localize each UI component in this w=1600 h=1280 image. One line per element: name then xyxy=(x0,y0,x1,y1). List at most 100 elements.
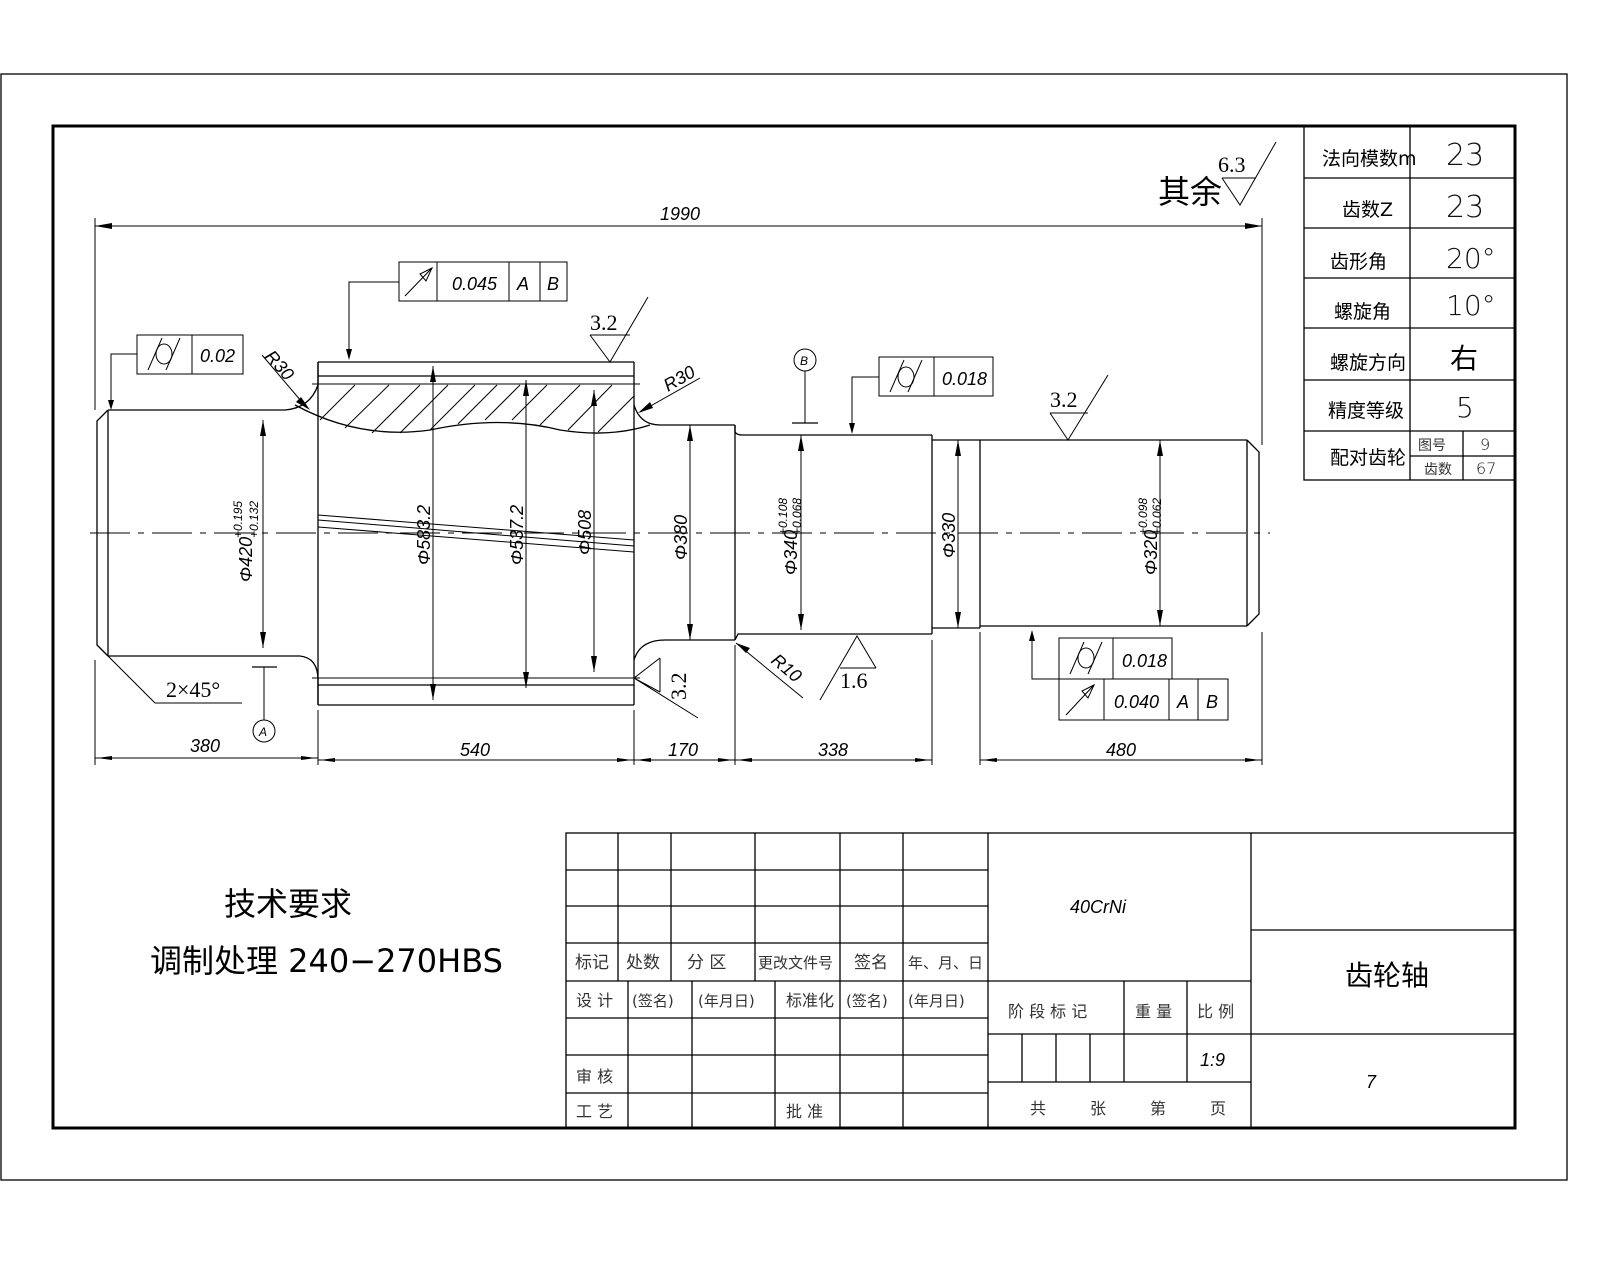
engineering-drawing: 1990 380 540 170 338 480 Φ420 +0.195 +0.… xyxy=(0,73,1568,1181)
dim-dia-320: Φ320 +0.098 +0.062 xyxy=(1136,498,1164,575)
cylindricity-icon xyxy=(155,343,173,365)
roughness-bearing: 1.6 xyxy=(819,635,877,701)
mating-gear-teeth-label: 齿数 xyxy=(1424,462,1452,478)
param-label-helix-angle: 螺旋角 xyxy=(1334,301,1391,323)
param-label-pressure-angle: 齿形角 xyxy=(1330,251,1387,273)
param-value-module: 23 xyxy=(1446,138,1484,173)
review-label: 审 核 xyxy=(576,1067,613,1086)
svg-text:0.018: 0.018 xyxy=(942,369,987,389)
outer-sheet-border xyxy=(0,73,1568,1181)
radius-small-leader: R10 xyxy=(735,642,806,699)
process-label: 工 艺 xyxy=(576,1102,613,1121)
svg-text:+0.108: +0.108 xyxy=(776,498,790,535)
svg-text:页: 页 xyxy=(1210,1099,1226,1118)
cylindricity-icon xyxy=(897,366,915,388)
dim-dia-340: Φ340 +0.108 +0.068 xyxy=(776,498,804,575)
tolerance-cylindricity-left: 0.02 xyxy=(108,334,244,410)
roughness-gear-side: 3.2 xyxy=(633,657,699,719)
svg-text:0.018: 0.018 xyxy=(1122,651,1167,671)
tolerance-right-stack: 0.018 0.040 A B xyxy=(1029,630,1229,721)
svg-text:3.2: 3.2 xyxy=(590,310,618,335)
svg-text:A: A xyxy=(1176,692,1189,712)
svg-text:+0.132: +0.132 xyxy=(247,501,261,538)
svg-text:0.02: 0.02 xyxy=(200,346,235,366)
svg-text:B: B xyxy=(547,274,559,294)
svg-text:3.2: 3.2 xyxy=(666,673,691,701)
mating-gear-drawing-no-label: 图号 xyxy=(1418,438,1446,454)
datum-b: B xyxy=(792,348,818,424)
svg-text:B: B xyxy=(800,354,808,368)
param-value-pressure-angle: 20° xyxy=(1446,242,1496,275)
scale-value: 1:9 xyxy=(1200,1050,1225,1070)
dim-dia-pitch: Φ537.2 xyxy=(507,505,527,565)
svg-text:R30: R30 xyxy=(261,346,298,384)
tech-requirements-heading: 技术要求 xyxy=(224,885,352,923)
svg-text:B: B xyxy=(1206,692,1218,712)
design-row: 设 计 (签名) (年月日) 标准化 (签名) (年月日) xyxy=(576,991,965,1010)
param-label-module: 法向模数m xyxy=(1322,148,1417,170)
svg-text:年、月、日: 年、月、日 xyxy=(908,954,983,972)
dim-dia-tip: Φ583.2 xyxy=(414,505,434,565)
dim-dia-root: Φ508 xyxy=(575,510,595,555)
param-value-teeth: 23 xyxy=(1446,190,1484,225)
roughness-shaft-right: 3.2 xyxy=(1049,374,1109,441)
dimension-lines xyxy=(94,218,1263,765)
roughness-gear-top: 3.2 xyxy=(589,296,649,363)
svg-text:更改文件号: 更改文件号 xyxy=(758,954,833,972)
tech-requirements-line1: 调制处理 240−270HBS xyxy=(150,942,503,980)
dim-dia-420: Φ420 +0.195 +0.132 xyxy=(231,501,261,582)
svg-text:Φ320: Φ320 xyxy=(1141,530,1161,575)
datum-a: A xyxy=(252,666,277,743)
svg-text:(年月日): (年月日) xyxy=(698,992,755,1010)
dim-dia-330: Φ330 xyxy=(939,513,959,558)
title-block-grid xyxy=(565,832,1516,1129)
tolerance-cylindricity-mid: 0.018 xyxy=(849,356,994,434)
gear-section-hatch xyxy=(294,384,651,434)
mating-gear-drawing-no: 9 xyxy=(1480,435,1490,454)
svg-text:R10: R10 xyxy=(767,650,805,687)
cylindricity-icon xyxy=(1077,647,1095,669)
weight-label: 重 量 xyxy=(1135,1002,1172,1021)
dim-overall-length: 1990 xyxy=(660,204,700,224)
svg-text:0.040: 0.040 xyxy=(1114,692,1159,712)
svg-text:+0.098: +0.098 xyxy=(1136,498,1150,535)
svg-text:0.045: 0.045 xyxy=(452,274,498,294)
svg-text:A: A xyxy=(258,725,267,739)
svg-text:设 计: 设 计 xyxy=(576,991,613,1010)
sheet-count-row: 共 张 第 页 xyxy=(1030,1099,1226,1118)
param-label-accuracy: 精度等级 xyxy=(1328,400,1404,422)
param-label-teeth: 齿数Z xyxy=(1342,199,1393,221)
approve-label: 批 准 xyxy=(786,1102,823,1121)
svg-text:标记: 标记 xyxy=(575,953,609,973)
tolerance-runout-gear: 0.045 A B xyxy=(346,261,568,360)
svg-text:处数: 处数 xyxy=(626,953,660,973)
revision-header-row: 标记 处数 分 区 更改文件号 签名 年、月、日 xyxy=(575,953,983,973)
svg-text:+0.062: +0.062 xyxy=(1150,498,1164,535)
svg-text:共: 共 xyxy=(1030,1099,1046,1118)
svg-text:Φ340: Φ340 xyxy=(781,530,801,575)
param-label-helix-direction: 螺旋方向 xyxy=(1330,352,1406,374)
dim-dia-380: Φ380 xyxy=(671,515,691,560)
svg-text:6.3: 6.3 xyxy=(1218,152,1246,177)
svg-text:+0.195: +0.195 xyxy=(231,501,245,538)
svg-text:A: A xyxy=(516,274,529,294)
runout-arrow-icon xyxy=(404,267,433,297)
roughness-other: 其余 6.3 xyxy=(1158,141,1277,211)
svg-text:签名: 签名 xyxy=(854,953,888,973)
param-value-helix-direction: 右 xyxy=(1450,342,1478,375)
runout-arrow-icon xyxy=(1065,684,1095,716)
part-name: 齿轮轴 xyxy=(1345,959,1429,992)
drawing-number: 7 xyxy=(1366,1072,1377,1092)
svg-text:3.2: 3.2 xyxy=(1050,387,1078,412)
gear-parameter-table xyxy=(1303,125,1516,481)
svg-text:+0.068: +0.068 xyxy=(790,498,804,535)
param-value-helix-angle: 10° xyxy=(1446,289,1496,322)
svg-text:R30: R30 xyxy=(660,362,699,396)
dim-length-1: 380 xyxy=(190,736,220,756)
radius-left-leader: R30 xyxy=(261,346,310,410)
stage-mark-label: 阶 段 标 记 xyxy=(1008,1002,1087,1021)
material: 40CrNi xyxy=(1070,897,1127,917)
shaft-outline xyxy=(96,361,1260,706)
svg-text:(签名): (签名) xyxy=(632,992,674,1010)
mating-gear-teeth: 67 xyxy=(1476,459,1496,478)
